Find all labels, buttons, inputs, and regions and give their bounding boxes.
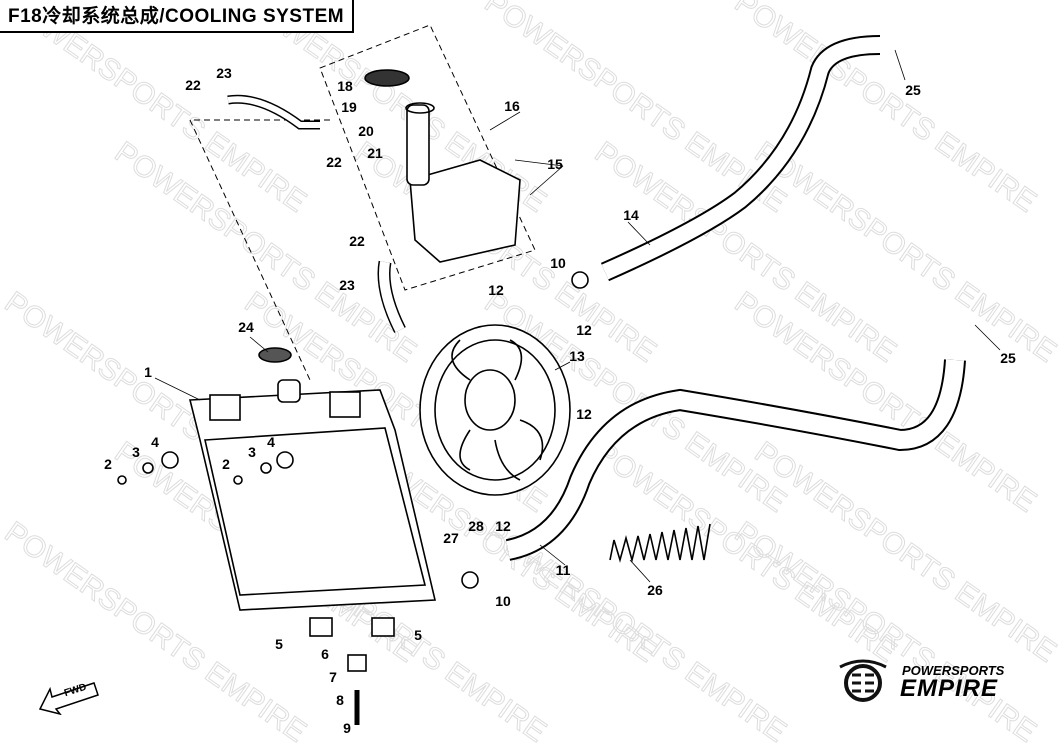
callout-8: 8 (336, 692, 344, 708)
callout-6: 6 (321, 646, 329, 662)
page-title: F18冷却系统总成/COOLING SYSTEM (0, 0, 354, 33)
fwd-arrow: FWD (36, 675, 106, 716)
callout-18: 18 (337, 78, 353, 94)
callout-5: 5 (414, 627, 422, 643)
callout-13: 13 (569, 348, 585, 364)
callout-23: 23 (339, 277, 355, 293)
fwd-arrow-icon (38, 682, 99, 716)
callout-5: 5 (275, 636, 283, 652)
callout-4: 4 (151, 434, 159, 450)
callout-1: 1 (144, 364, 152, 380)
callout-26: 26 (647, 582, 663, 598)
callout-3: 3 (132, 444, 140, 460)
callout-2: 2 (104, 456, 112, 472)
callout-25: 25 (1000, 350, 1016, 366)
callout-11: 11 (555, 562, 571, 578)
callout-10: 10 (550, 255, 566, 271)
logo-line1: POWERSPORTS (902, 663, 1005, 678)
callout-7: 7 (329, 669, 337, 685)
brand-logo: POWERSPORTS EMPIRE (838, 655, 1038, 705)
callout-12: 12 (576, 406, 592, 422)
callout-23: 23 (216, 65, 232, 81)
callout-21: 21 (367, 145, 383, 161)
callout-3: 3 (248, 444, 256, 460)
callout-4: 4 (267, 434, 275, 450)
callout-16: 16 (504, 98, 520, 114)
callout-25: 25 (905, 82, 921, 98)
callout-22: 22 (185, 77, 201, 93)
callout-22: 22 (349, 233, 365, 249)
callout-12: 12 (488, 282, 504, 298)
callout-27: 27 (443, 530, 459, 546)
callout-12: 12 (576, 322, 592, 338)
logo-emblem-icon (839, 659, 887, 702)
callout-19: 19 (341, 99, 357, 115)
callout-9: 9 (343, 720, 351, 736)
callout-2: 2 (222, 456, 230, 472)
callout-22: 22 (326, 154, 342, 170)
logo-line2: EMPIRE (900, 675, 999, 702)
callout-12: 12 (495, 518, 511, 534)
callout-24: 24 (238, 319, 254, 335)
callout-10: 10 (495, 593, 511, 609)
callout-15: 15 (547, 156, 563, 172)
callout-28: 28 (468, 518, 484, 534)
callout-14: 14 (623, 207, 639, 223)
callout-20: 20 (358, 123, 374, 139)
